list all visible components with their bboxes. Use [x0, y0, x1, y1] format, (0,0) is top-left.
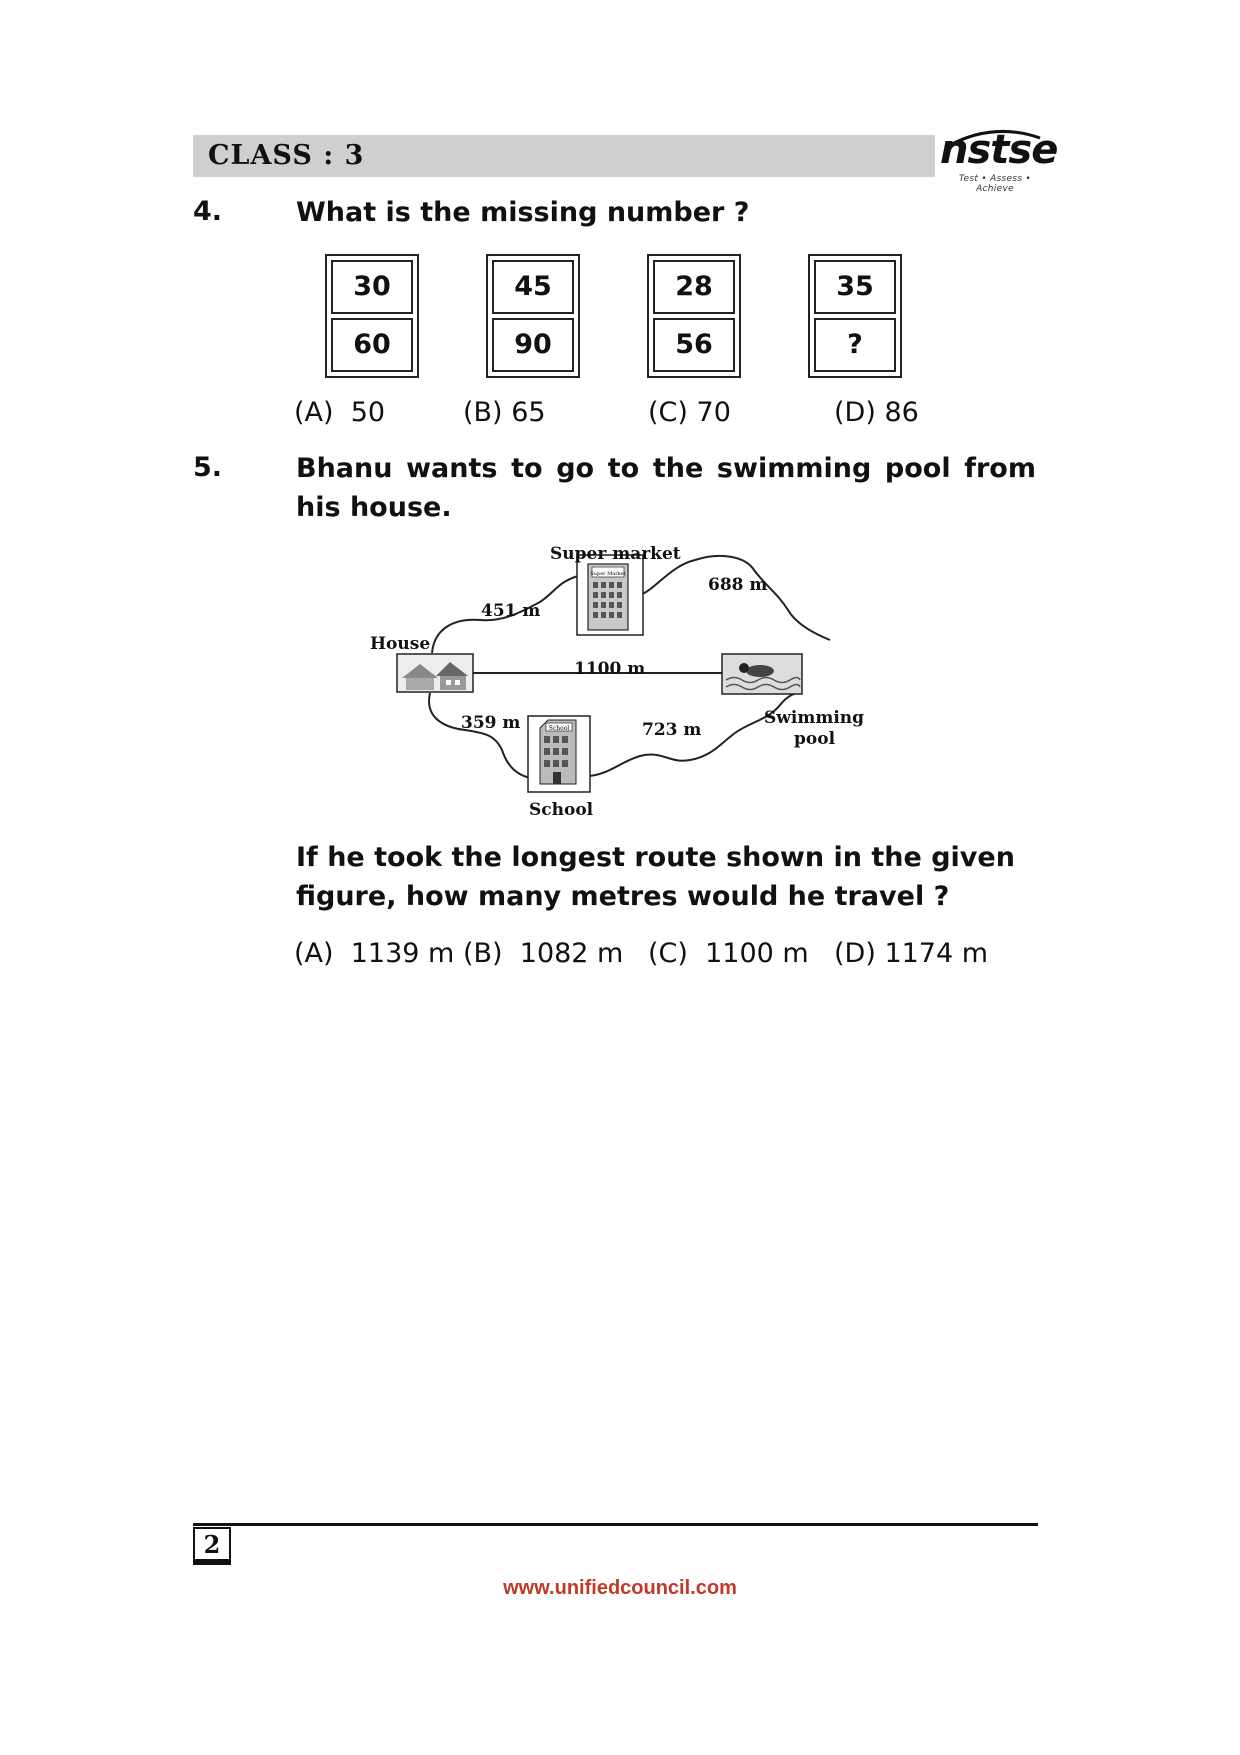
road-school-pool: [587, 691, 803, 777]
school-building-icon: School: [527, 715, 591, 793]
number-box-2: 45 90: [486, 254, 580, 378]
question-5-intro: Bhanu wants to go to the swimming pool f…: [296, 453, 1036, 523]
option-value: 70: [696, 397, 731, 428]
number-box-bottom: 90: [492, 318, 574, 372]
option-key: (C): [648, 397, 688, 428]
number-box-top: 28: [653, 260, 735, 314]
option-value: 50: [350, 397, 386, 428]
number-box-bottom: 60: [331, 318, 413, 372]
class-header-bar: [193, 135, 935, 177]
option-value: 65: [511, 397, 546, 428]
option-key: (A): [294, 397, 334, 428]
q4-option-c[interactable]: (C) 70: [648, 397, 731, 428]
q4-option-a[interactable]: (A) 50: [294, 397, 385, 428]
number-box-3: 28 56: [647, 254, 741, 378]
q4-option-b[interactable]: (B) 65: [463, 397, 546, 428]
option-value: 86: [884, 397, 919, 428]
distance-house-market: 451 m: [481, 601, 541, 621]
option-key: (A): [294, 938, 334, 969]
label-swimming: Swimming: [764, 708, 865, 728]
question-5-number: 5.: [193, 452, 223, 483]
label-pool: pool: [794, 729, 836, 749]
label-school: School: [529, 800, 594, 820]
option-value: 1139 m: [350, 938, 455, 969]
option-key: (D): [834, 938, 876, 969]
logo-arc-icon: [949, 129, 1041, 147]
option-key: (C): [648, 938, 688, 969]
number-box-top: 30: [331, 260, 413, 314]
supermarket-building-icon: Super Market: [576, 554, 644, 636]
label-super-market: Super market: [550, 544, 681, 564]
class-label: CLASS : 3: [208, 140, 365, 171]
option-key: (D): [834, 397, 876, 428]
logo-wordmark: nstse: [940, 127, 1058, 173]
option-key: (B): [463, 397, 503, 428]
q5-option-d[interactable]: (D) 1174 m: [834, 938, 988, 969]
distance-house-school: 359 m: [461, 713, 521, 733]
number-box-bottom: 56: [653, 318, 735, 372]
swimming-pool-icon: [721, 653, 803, 695]
number-box-4: 35 ?: [808, 254, 902, 378]
distance-market-pool: 688 m: [708, 575, 768, 595]
nstse-logo: nstse Test • Assess • Achieve: [940, 126, 1058, 194]
q4-option-d[interactable]: (D) 86: [834, 397, 919, 428]
question-5-text: If he took the longest route shown in th…: [296, 842, 1015, 912]
option-value: 1100 m: [705, 938, 809, 969]
number-box-1: 30 60: [325, 254, 419, 378]
road-house-school: [428, 692, 531, 779]
question-4-text: What is the missing number ?: [296, 197, 750, 228]
question-4-number: 4.: [193, 196, 223, 227]
road-market-pool: [639, 554, 831, 641]
distance-house-pool: 1100 m: [574, 659, 646, 679]
option-key: (B): [463, 938, 503, 969]
road-house-market: [431, 575, 579, 654]
supermarket-sign: Super Market: [590, 571, 625, 577]
route-diagram: Super Market School: [396, 554, 831, 793]
number-box-top: 45: [492, 260, 574, 314]
q5-option-c[interactable]: (C) 1100 m: [648, 938, 809, 969]
website-link[interactable]: www.unifiedcouncil.com: [503, 1577, 737, 1599]
footer-rule: [193, 1523, 1038, 1526]
option-value: 1174 m: [884, 938, 989, 969]
number-box-bottom: ?: [814, 318, 896, 372]
q5-option-b[interactable]: (B) 1082 m: [463, 938, 623, 969]
page-number: 2: [193, 1527, 231, 1565]
option-value: 1082 m: [519, 938, 624, 969]
q5-option-a[interactable]: (A) 1139 m: [294, 938, 454, 969]
number-box-top: 35: [814, 260, 896, 314]
distance-school-pool: 723 m: [642, 720, 702, 740]
school-sign: School: [549, 725, 570, 732]
house-icon: [396, 653, 474, 693]
label-house: House: [370, 634, 431, 654]
logo-tagline: Test • Assess • Achieve: [958, 174, 1032, 194]
